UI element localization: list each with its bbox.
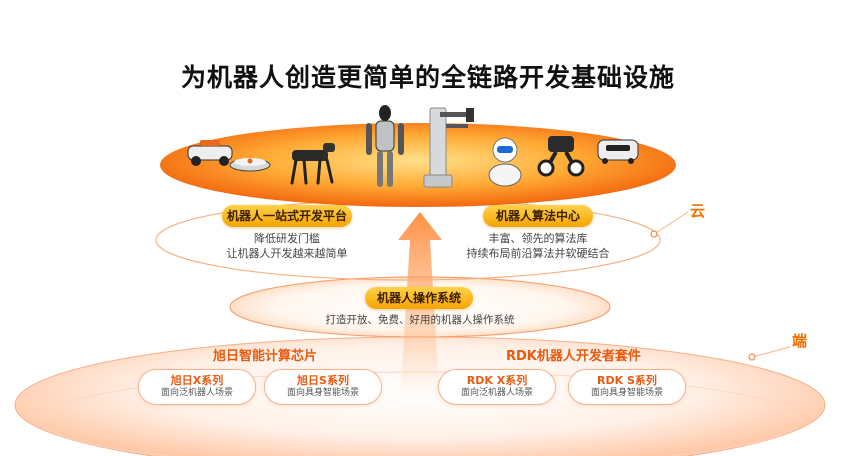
rdk-section-title: RDK机器人开发者套件 [506,349,641,364]
chips-section-title: 旭日智能计算芯片 [213,349,318,364]
card-desc: 面向具身智能场景 [590,388,663,398]
os-pill: 机器人操作系统 [365,287,473,309]
os-desc: 打造开放、免费、好用的机器人操作系统 [325,314,515,326]
cloud-layer-label: 云 [690,202,706,220]
robot-arm-tower-icon [423,107,474,188]
xuri-x-series-card[interactable]: 旭日X系列 面向泛机器人场景 [138,369,256,405]
algo-center-line-2: 持续布局前沿算法并软硬结合 [466,247,610,260]
card-title: 旭日S系列 [297,374,349,387]
xuri-s-series-card[interactable]: 旭日S系列 面向具身智能场景 [264,369,382,405]
card-title: RDK S系列 [597,374,657,387]
card-desc: 面向泛机器人场景 [160,388,233,398]
page-title: 为机器人创造更简单的全链路开发基础设施 [180,63,675,92]
delivery-robot-icon [597,139,639,164]
humanoid-robot-icon [366,105,404,187]
dev-platform-pill: 机器人一站式开发平台 [222,205,352,227]
edge-layer-label: 端 [792,332,808,350]
algo-center-desc: 丰富、领先的算法库 持续布局前沿算法并软硬结合 [455,231,621,261]
card-title: RDK X系列 [466,374,528,387]
algo-center-line-1: 丰富、领先的算法库 [488,232,588,245]
companion-robot-icon [488,137,522,187]
card-title: 旭日X系列 [170,374,224,387]
rdk-s-series-card[interactable]: RDK S系列 面向具身智能场景 [568,369,686,405]
wheeled-legged-robot-icon [537,136,585,177]
quadruped-robot-dog-icon [290,143,335,185]
algo-center-pill: 机器人算法中心 [483,205,593,227]
card-desc: 面向具身智能场景 [286,388,359,398]
rdk-x-series-card[interactable]: RDK X系列 面向泛机器人场景 [438,369,556,405]
lawn-mower-robot-icon [187,140,233,166]
dev-platform-line-1: 降低研发门槛 [254,232,320,245]
dev-platform-line-2: 让机器人开发越来越简单 [226,247,348,260]
robot-vacuum-icon [229,158,271,172]
robot-platform [160,123,676,207]
card-desc: 面向泛机器人场景 [460,388,533,398]
dev-platform-desc: 降低研发门槛 让机器人开发越来越简单 [212,231,362,261]
